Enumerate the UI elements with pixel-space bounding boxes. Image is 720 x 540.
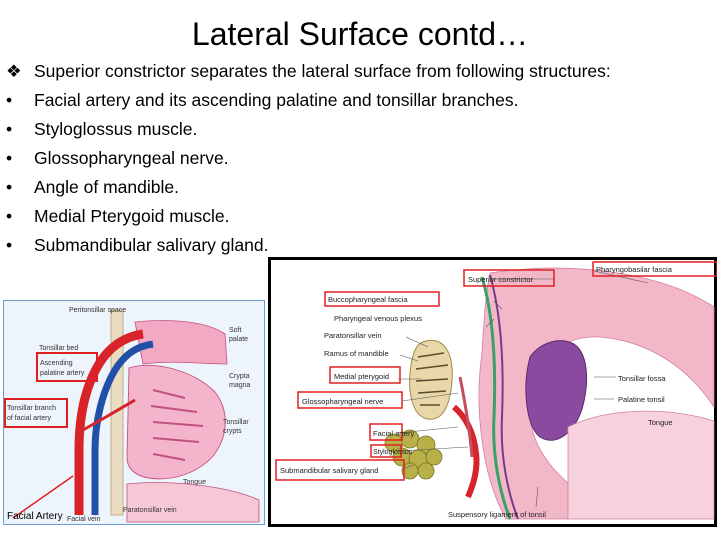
bullet-icon: • [6, 177, 13, 197]
label-paratonsillar-vein: Paratonsillar vein [324, 331, 382, 340]
bullet-icon: • [6, 235, 13, 255]
pharyngobasilar-fascia-band [489, 274, 519, 520]
highlight-box-pharyngobasilar [592, 261, 717, 277]
label-crypta-magna-1: Crypta [229, 373, 250, 380]
bullet-icon: • [6, 206, 13, 226]
bullet-text: Superior constrictor separates the later… [34, 61, 611, 81]
highlight-box-facial-artery [369, 423, 403, 441]
label-palatine-tonsil: Palatine tonsil [618, 395, 665, 404]
highlight-box-tonsillar-branch [4, 398, 68, 428]
label-soft-palate-1: Soft [229, 327, 242, 334]
label-tonsillar-bed: Tonsillar bed [39, 345, 78, 352]
facial-artery-pointer [12, 475, 74, 519]
tonsil-crypts [150, 389, 204, 461]
bullet-text: Angle of mandible. [34, 177, 179, 197]
bullet-item: • Medial Pterygoid muscle. [6, 202, 718, 231]
bullet-item: • Styloglossus muscle. [6, 115, 718, 144]
bullet-icon: • [6, 148, 13, 168]
label-suspensory-ligament: Suspensory ligament of tonsil [448, 510, 546, 519]
facial-artery-vessel [74, 329, 144, 515]
palatine-tonsil-shape [525, 340, 588, 441]
label-medial-pterygoid: Medial pterygoid [334, 372, 389, 381]
label-tongue: Tongue [648, 418, 673, 427]
superior-constrictor-band [480, 276, 512, 520]
tonsil-shape [126, 364, 226, 480]
leader-lines [397, 270, 649, 508]
label-pharyngobasilar-fascia: Pharyngobasilar fascia [596, 265, 673, 274]
bullet-text: Submandibular salivary gland. [34, 235, 269, 255]
medial-pterygoid-stripes [415, 352, 449, 406]
tongue-shape [126, 482, 260, 523]
label-crypta-magna-2: magna [229, 382, 251, 389]
highlight-box-submandibular [275, 459, 405, 481]
bullet-text: Facial artery and its ascending palatine… [34, 90, 519, 110]
tonsil-bed-diagram: Peritonsillar space Tonsillar bed Soft p… [3, 300, 265, 525]
label-tonsillar-branch-1: Tonsillar branch [7, 405, 56, 412]
label-submandibular-salivary-gland: Submandibular salivary gland [280, 466, 378, 475]
facial-vein-vessel [91, 340, 154, 515]
styloglossus-shape [458, 376, 474, 458]
tonsil-section-diagram: Pharyngobasilar fascia Superior constric… [268, 257, 717, 527]
bullet-item: ❖ Superior constrictor separates the late… [6, 57, 718, 86]
bullet-icon: • [6, 90, 13, 110]
bullet-item: • Facial artery and its ascending palatin… [6, 86, 718, 115]
label-tonsillar-fossa: Tonsillar fossa [618, 374, 666, 383]
diamond-bullet-icon: ❖ [6, 61, 22, 81]
bullet-text: Styloglossus muscle. [34, 119, 198, 139]
label-facial-artery: Facial Artery [7, 511, 63, 522]
slide-title: Lateral Surface contd… [191, 16, 529, 52]
bullet-item: • Glossopharyngeal nerve. [6, 144, 718, 173]
label-paratonsillar-vein: Paratonsillar vein [123, 507, 177, 514]
label-facial-vein: Facial vein [67, 516, 101, 523]
label-buccopharyngeal-fascia: Buccopharyngeal fascia [328, 295, 408, 304]
label-ramus-of-mandible: Ramus of mandible [324, 349, 389, 358]
bullet-text: Medial Pterygoid muscle. [34, 206, 230, 226]
bullet-item: • Submandibular salivary gland. [6, 231, 718, 260]
soft-palate-shape [134, 320, 228, 365]
tongue-shape [567, 410, 715, 520]
label-ascending-palatine-1: Ascending [40, 360, 73, 367]
label-tonsillar-branch-2: of facial artery [7, 415, 51, 422]
facial-artery-vessel [451, 404, 480, 499]
label-peritonsillar-space: Peritonsillar space [69, 307, 126, 314]
label-ascending-palatine-2: palatine artery [40, 370, 85, 377]
label-tongue: Tongue [183, 479, 206, 486]
highlight-box-ascending-palatine [36, 352, 98, 382]
label-tonsillar-crypts-2: crypts [223, 428, 242, 435]
tonsillar-branch-vessel [82, 398, 136, 432]
bullet-list: ❖ Superior constrictor separates the late… [6, 57, 718, 260]
label-glossopharyngeal-nerve: Glossopharyngeal nerve [302, 397, 383, 406]
highlight-box-styloglossus [370, 444, 402, 458]
label-facial-artery: Facial artery [373, 429, 415, 438]
bullet-icon: • [6, 119, 13, 139]
label-styloglossus: Styloglossus [373, 449, 413, 456]
label-tonsillar-crypts-1: Tonsillar [223, 419, 249, 426]
highlight-box-glossopharyngeal [297, 391, 403, 409]
highlight-box-superior-constrictor [463, 269, 555, 287]
label-pharyngeal-venous-plexus: Pharyngeal venous plexus [334, 314, 422, 323]
label-soft-palate-2: palate [229, 336, 248, 343]
bullet-item: • Angle of mandible. [6, 173, 718, 202]
highlight-box-medial-pterygoid [329, 366, 401, 384]
highlight-box-buccopharyngeal [324, 291, 440, 307]
submandibular-gland-shape [384, 429, 443, 480]
label-superior-constrictor: Superior constrictor [468, 275, 534, 284]
bullet-text: Glossopharyngeal nerve. [34, 148, 229, 168]
